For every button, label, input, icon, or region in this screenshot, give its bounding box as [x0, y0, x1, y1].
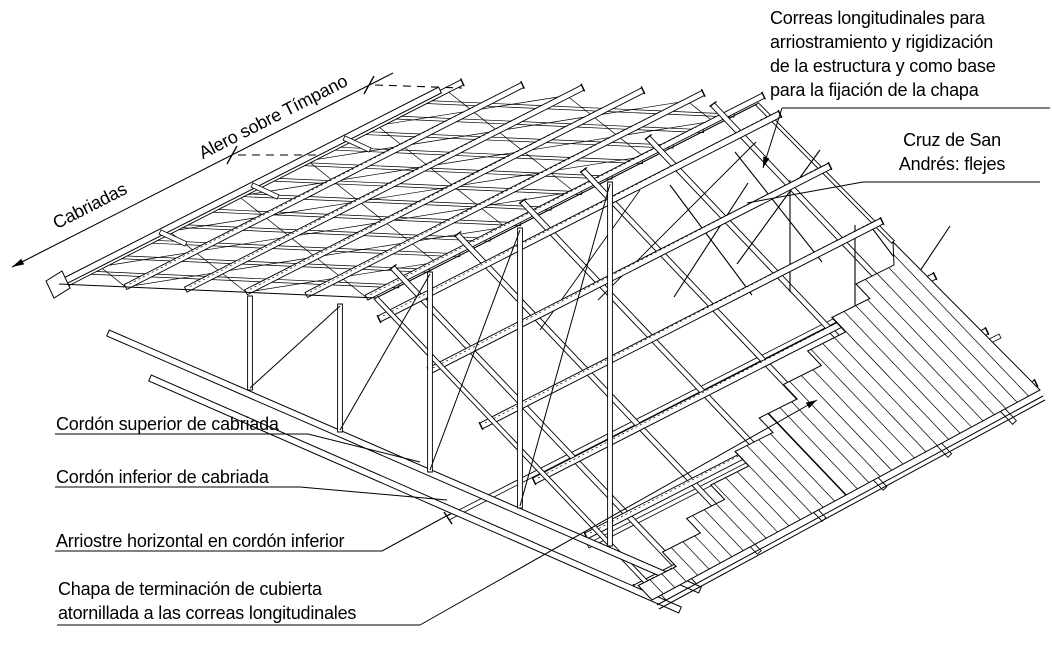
cruz-label-line1: Cruz de San — [903, 130, 1001, 150]
far-slope-grid — [45, 78, 766, 301]
cruz-label: Cruz de San Andrés: flejes — [872, 128, 1032, 176]
cruz-label-line2: Andrés: flejes — [898, 154, 1006, 174]
chapa-label: Chapa de terminación de cubierta atornil… — [58, 577, 356, 625]
arriostre-label: Arriostre horizontal en cordón inferior — [56, 531, 345, 551]
correas-note-line4: para la fijación de la chapa — [770, 80, 979, 100]
correas-note-line1: Correas longitudinales para — [770, 8, 985, 28]
correas-note: Correas longitudinales para arriostramie… — [770, 6, 996, 102]
correas-note-line3: de la estructura y como base — [770, 56, 996, 76]
annotation-lines — [11, 72, 1050, 626]
chapa-label-line1: Chapa de terminación de cubierta — [58, 579, 322, 599]
correas-note-line2: arriostramiento y rigidización — [770, 32, 994, 52]
cordon-superior-label: Cordón superior de cabriada — [56, 414, 279, 434]
end-truss-frame — [106, 135, 702, 614]
cordon-inferior-label: Cordón inferior de cabriada — [56, 467, 269, 487]
chapa-label-line2: atornillada a las correas longitudinales — [58, 603, 357, 623]
